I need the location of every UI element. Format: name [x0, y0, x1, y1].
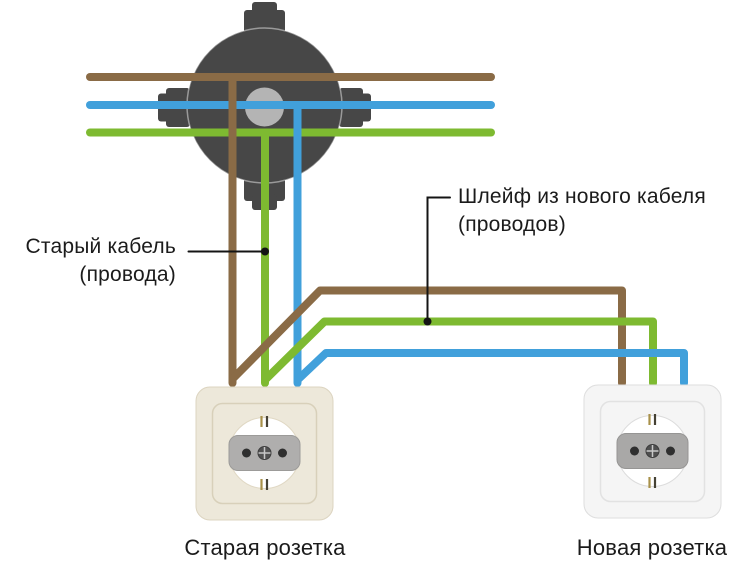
old-socket-ground-clips [260, 416, 269, 490]
new-socket-caption: Новая розетка [576, 535, 728, 560]
new-socket-ground-clips [648, 414, 657, 488]
old-socket-hole-right [278, 448, 287, 458]
new-loop-label-line2: (проводов) [458, 213, 566, 236]
loop-wire-brown [229, 286, 626, 387]
junction-box-terminal-top [244, 2, 285, 34]
new-socket [583, 384, 722, 519]
old-socket-inner-frame [211, 402, 318, 505]
new-loop-label-line1: Шлейф из нового кабеля [458, 185, 706, 208]
old-socket-caption: Старая розетка [184, 535, 346, 560]
loop-leader-dot [423, 317, 432, 326]
old-socket [195, 386, 334, 521]
old-socket-hole-left [242, 448, 251, 458]
wires [86, 73, 688, 387]
old-cable-label: Старый кабель (провода) [26, 233, 176, 289]
new-socket-hole-right [666, 446, 675, 456]
new-socket-screw [645, 444, 660, 458]
new-socket-inner-frame [599, 400, 706, 503]
old-socket-screw [257, 446, 272, 460]
new-socket-hole-left [630, 446, 639, 456]
leader-lines [187, 196, 451, 326]
old-cable-label-line1: Старый кабель [25, 235, 176, 258]
old-cable-label-line2: (провода) [79, 263, 176, 286]
loop-wire-blue [294, 349, 688, 387]
old-cable-leader-dot [261, 247, 269, 256]
new-loop-label: Шлейф из нового кабеля (проводов) [458, 183, 706, 239]
loop-leader-line [426, 196, 451, 323]
